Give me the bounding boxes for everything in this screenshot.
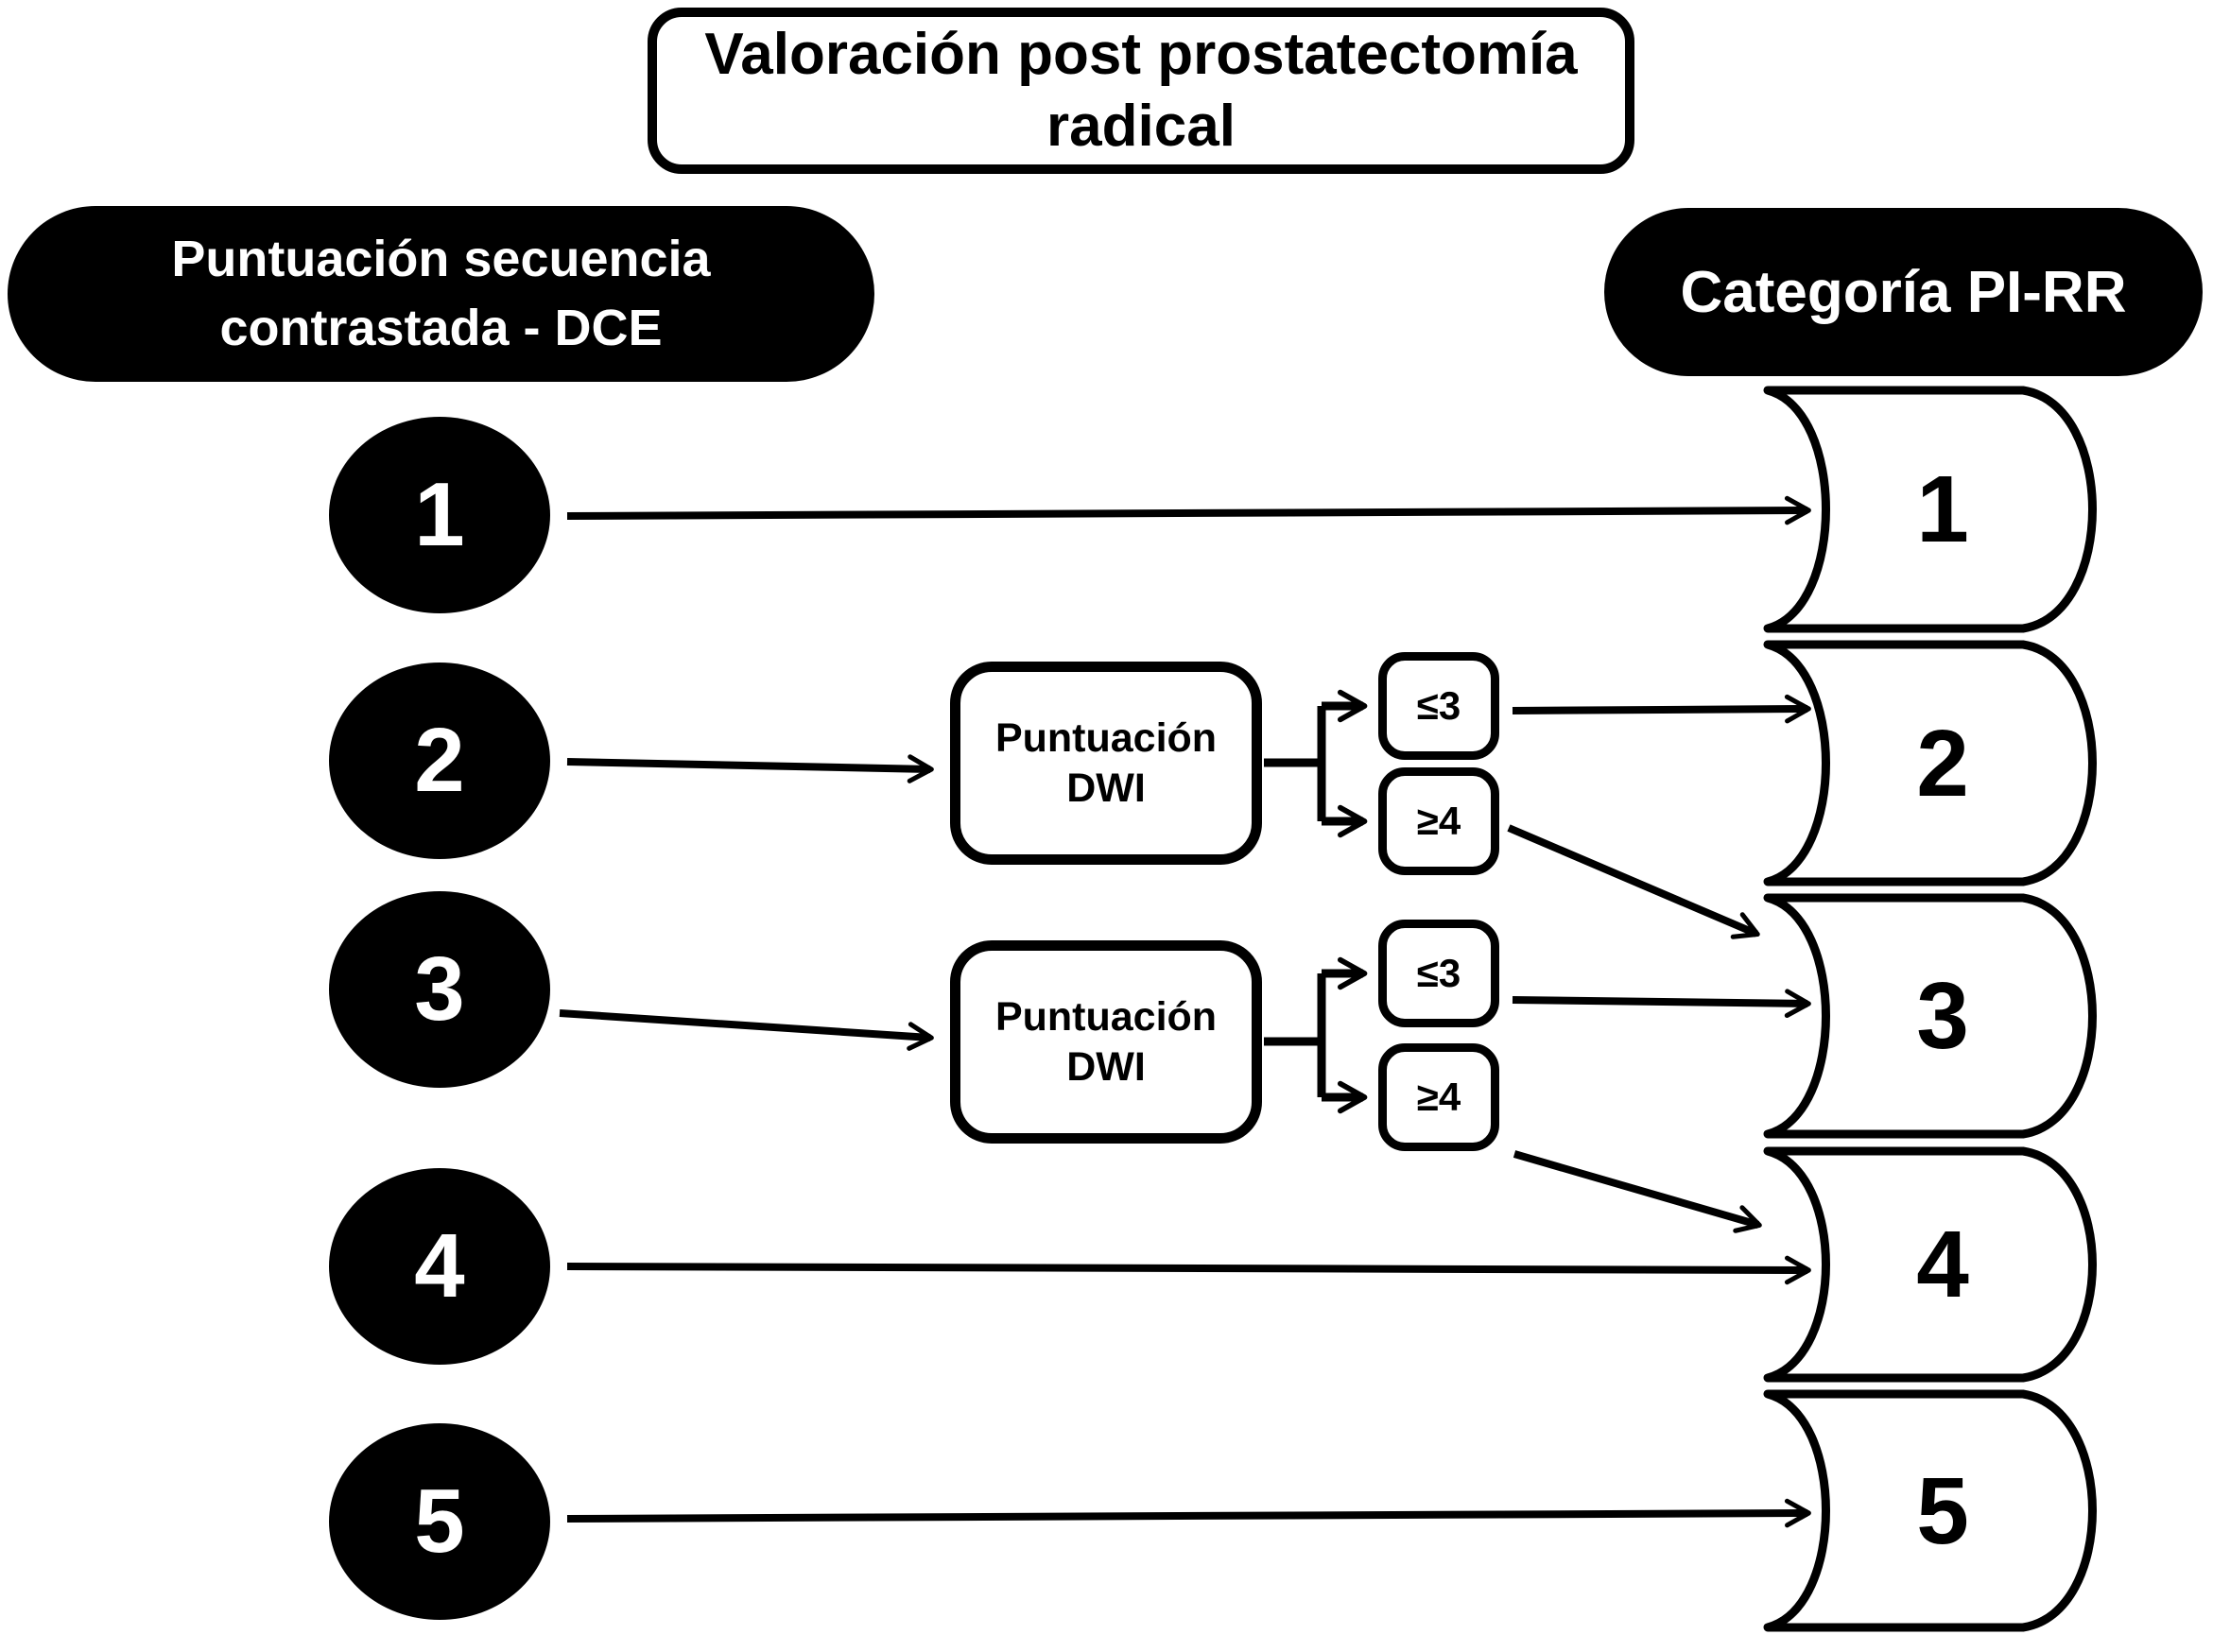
arrow-dce5-to-pirr5 (566, 1498, 1811, 1528)
pi-rr-category-4-label: 4 (1916, 1211, 1969, 1317)
pi-rr-shape-4 (1763, 1146, 2097, 1383)
dce-column-header: Puntuación secuencia contrastada - DCE (8, 206, 874, 382)
dwi-lower-line1: Puntuación (994, 994, 1218, 1041)
threshold-arrows (1507, 694, 1811, 1233)
arrow-dce3-to-dwi (559, 1009, 934, 1051)
arrow-b-high-to-pirr4 (1513, 1150, 1762, 1233)
pi-rr-category-3: 3 (1834, 959, 2051, 1073)
dwi-a-split (1264, 689, 1368, 838)
pi-rr-shape-2 (1763, 640, 2097, 886)
pi-rr-shape-1 (1763, 386, 2097, 633)
pi-rr-shape-3 (1763, 893, 2097, 1139)
arrow-dce4-to-pirr4 (566, 1255, 1811, 1285)
dce-score-2: 2 (329, 663, 550, 859)
pi-rr-category-5-label: 5 (1916, 1457, 1969, 1564)
threshold-b-high-label: ≥4 (1416, 1075, 1461, 1119)
title-box: Valoración post prostatectomía radical (648, 8, 1634, 174)
arrow-dce2-to-dwi (566, 754, 934, 783)
threshold-b-low: ≤3 (1378, 920, 1499, 1027)
threshold-b-low-label: ≤3 (1416, 951, 1461, 995)
pi-rr-column-header: Categoría PI-RR (1604, 208, 2203, 376)
dwi-upper-line1: Puntuación (994, 715, 1218, 762)
dce-header-line2: contrastada - DCE (219, 300, 663, 356)
dce-score-3-label: 3 (414, 938, 465, 1040)
dce-header-line1: Puntuación secuencia (171, 231, 711, 288)
dce-score-1: 1 (329, 417, 550, 613)
threshold-a-high-label: ≥4 (1416, 799, 1461, 843)
pi-rr-header-label: Categoría PI-RR (1680, 259, 2127, 325)
threshold-a-low-label: ≤3 (1416, 683, 1461, 728)
dce-score-4-label: 4 (414, 1215, 465, 1316)
dwi-b-split (1264, 956, 1368, 1114)
arrow-dce1-to-pirr1 (566, 495, 1811, 525)
pi-rr-category-2: 2 (1834, 707, 2051, 820)
arrow-a-low-to-pirr2 (1512, 694, 1811, 724)
pi-rr-category-1-label: 1 (1916, 456, 1969, 562)
pi-rr-shape-5 (1763, 1389, 2097, 1632)
pi-rr-shapes (1763, 386, 2097, 1632)
dce-score-3: 3 (329, 891, 550, 1088)
dce-score-2-label: 2 (414, 710, 465, 811)
arrow-a-high-to-pirr3 (1507, 824, 1760, 939)
dwi-lower-line2: DWI (1066, 1043, 1146, 1090)
threshold-b-high: ≥4 (1378, 1043, 1499, 1151)
title-line2: radical (1046, 94, 1236, 159)
dwi-box-lower: Puntuación DWI (950, 940, 1262, 1144)
pi-rr-category-5: 5 (1834, 1454, 2051, 1568)
flow-arrows (559, 495, 1811, 1528)
dwi-box-upper: Puntuación DWI (950, 662, 1262, 865)
dce-score-4: 4 (329, 1168, 550, 1365)
pi-rr-category-3-label: 3 (1916, 962, 1969, 1069)
title-line1: Valoración post prostatectomía (704, 22, 1578, 88)
dce-score-5-label: 5 (414, 1471, 465, 1572)
arrow-b-low-to-pirr3 (1512, 989, 1811, 1019)
dwi-upper-line2: DWI (1066, 765, 1146, 811)
threshold-a-low: ≤3 (1378, 652, 1499, 760)
pi-rr-category-1: 1 (1834, 453, 2051, 566)
pi-rr-category-2-label: 2 (1916, 710, 1969, 817)
dce-score-5: 5 (329, 1423, 550, 1620)
pi-rr-category-4: 4 (1834, 1208, 2051, 1321)
dce-score-1-label: 1 (414, 464, 465, 565)
threshold-a-high: ≥4 (1378, 767, 1499, 875)
